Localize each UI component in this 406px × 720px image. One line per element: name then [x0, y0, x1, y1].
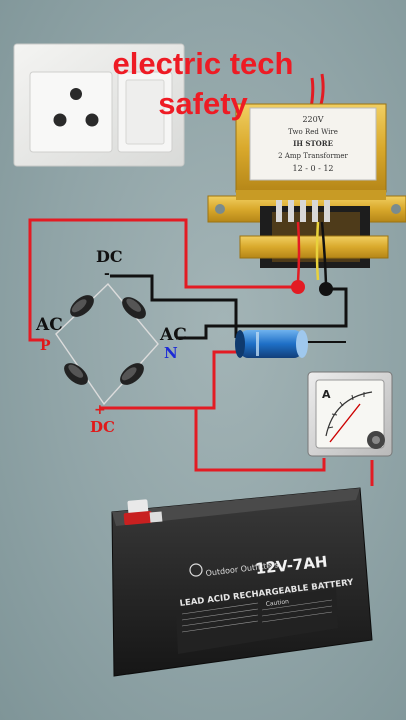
ammeter-icon: A — [307, 371, 393, 457]
transformer-label-line-2: Two Red Wire — [288, 128, 338, 136]
transformer-red-terminal — [291, 280, 305, 294]
wall-socket-icon — [13, 43, 185, 167]
dc-bottom-sign: + — [94, 402, 106, 418]
transformer-label-line-4: 2 Amp Transformer — [278, 152, 348, 160]
battery-icon: Outdoor Outfitters 12V-7AH LEAD ACID REC… — [111, 487, 373, 677]
transformer-label: 220V Two Red Wire IH STORE 2 Amp Transfo… — [278, 115, 348, 173]
ac-left-phase: P — [40, 338, 51, 354]
transformer-icon — [207, 73, 406, 285]
transformer-black-terminal — [319, 282, 333, 296]
wiring — [28, 218, 374, 486]
diode-icon — [64, 363, 88, 385]
transformer-label-line-1: 220V — [302, 115, 323, 124]
diode-icon — [122, 297, 146, 319]
capacitor-icon — [235, 330, 308, 358]
transformer-label-line-5: 12 - 0 - 12 — [292, 164, 333, 173]
transformer-label-line-3: IH STORE — [293, 139, 333, 148]
dc-bottom-label: DC — [90, 418, 115, 436]
bridge-labels: DC - AC P AC N + DC — [35, 247, 187, 436]
ac-right-label: AC — [159, 325, 187, 345]
overlay-title: electric tech safety — [0, 44, 406, 124]
bridge-rectifier — [64, 295, 146, 385]
diode-icon — [70, 295, 94, 317]
battery-caution: Caution — [265, 598, 289, 608]
ac-right-neutral: N — [164, 344, 178, 362]
title-line-1: electric tech — [112, 46, 294, 81]
title-line-2: safety — [158, 86, 248, 121]
diode-icon — [120, 363, 144, 385]
meter-symbol: A — [322, 388, 331, 401]
dc-top-sign: - — [104, 266, 110, 282]
ac-left-label: AC — [35, 315, 63, 335]
dc-top-label: DC — [96, 247, 123, 266]
